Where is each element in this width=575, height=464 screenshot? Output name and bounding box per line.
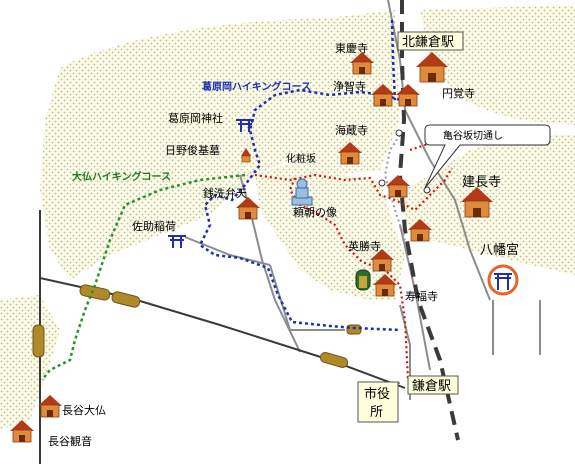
- hase-kannon-label: 長谷観音: [48, 434, 92, 448]
- hase-daibutsu-label: 長谷大仏: [62, 403, 106, 417]
- red-walking-route: [254, 167, 453, 212]
- eishoji-gate-icon: [355, 269, 371, 291]
- tokeiji-label: 東慶寺: [335, 41, 368, 55]
- tunnel-icon: [319, 352, 349, 368]
- hachimangu-symbol-icon: [487, 264, 519, 296]
- daibutsu-trail: [41, 173, 246, 381]
- shrine-gate-icon: [168, 235, 186, 248]
- kita-kamakura-station-box: [397, 31, 464, 51]
- engakuji-label: 円覚寺: [442, 87, 475, 100]
- city-hall-box: [357, 381, 399, 423]
- tunnel-icon: [79, 284, 111, 301]
- statue-icon: [291, 178, 313, 206]
- tomb-icon: [241, 148, 251, 163]
- small-temple-icon: [395, 83, 421, 107]
- kuzuharaoka-shrine-label: 葛原岡神社: [168, 111, 223, 125]
- shrine-gate-icon: [236, 119, 254, 132]
- viewpoint-marker-icon: [423, 186, 431, 194]
- kamegayatsu-label: 亀谷坂切通し: [443, 129, 503, 142]
- kuzuharaoka-trail: [198, 88, 401, 332]
- daibutsu-course-label: 大仏ハイキングコース: [72, 170, 171, 183]
- hill-region: [40, 10, 400, 280]
- kaizoji-label: 海蔵寺: [335, 123, 368, 137]
- small-temple-icon: [385, 174, 411, 198]
- zeniarai-benten-label: 銭洗弁天: [203, 186, 247, 200]
- kita-kamakura-station-label: 北鎌倉駅: [402, 35, 454, 50]
- kamegayatsu-callout: [424, 124, 551, 189]
- kenchoji-label: 建長寺: [462, 175, 501, 190]
- kewaizaka-label: 化粧坂: [286, 152, 316, 165]
- hino-tomb-label: 日野俊基墓: [165, 143, 220, 157]
- hill-region-southwest: [0, 295, 60, 430]
- zeniarai-benten-icon: [235, 196, 261, 220]
- hachimangu-label: 八幡宮: [480, 242, 519, 258]
- tunnel-icon: [111, 291, 141, 308]
- viewpoint-marker-icon: [378, 179, 386, 187]
- hill-region-center: [255, 160, 405, 300]
- jufukuji-label: 寿福寺: [405, 289, 438, 303]
- jr-yokosuka-line: [397, 0, 460, 441]
- kamakura-station-label: 鎌倉駅: [412, 379, 451, 394]
- eishoji-label: 英勝寺: [348, 239, 381, 253]
- kuzuharaoka-course-label: 葛原岡ハイキングコース: [201, 80, 311, 93]
- tunnel-icon: [32, 324, 45, 358]
- yoritomo-statue-label: 頼朝の像: [293, 206, 337, 219]
- hase-daibutsu-temple-icon: [37, 394, 63, 418]
- sasuke-inari-label: 佐助稲荷: [132, 219, 176, 233]
- city-hall-label-1: 市役: [364, 386, 390, 402]
- kamakura-station-box: [407, 375, 459, 395]
- jochiji-label: 浄智寺: [333, 79, 366, 93]
- viewpoint-marker-icon: [395, 129, 403, 137]
- gray-dotted-path: [383, 134, 406, 241]
- city-hall-label-2: 所: [370, 405, 383, 420]
- kuzuharaoka-trail-north: [390, 19, 397, 101]
